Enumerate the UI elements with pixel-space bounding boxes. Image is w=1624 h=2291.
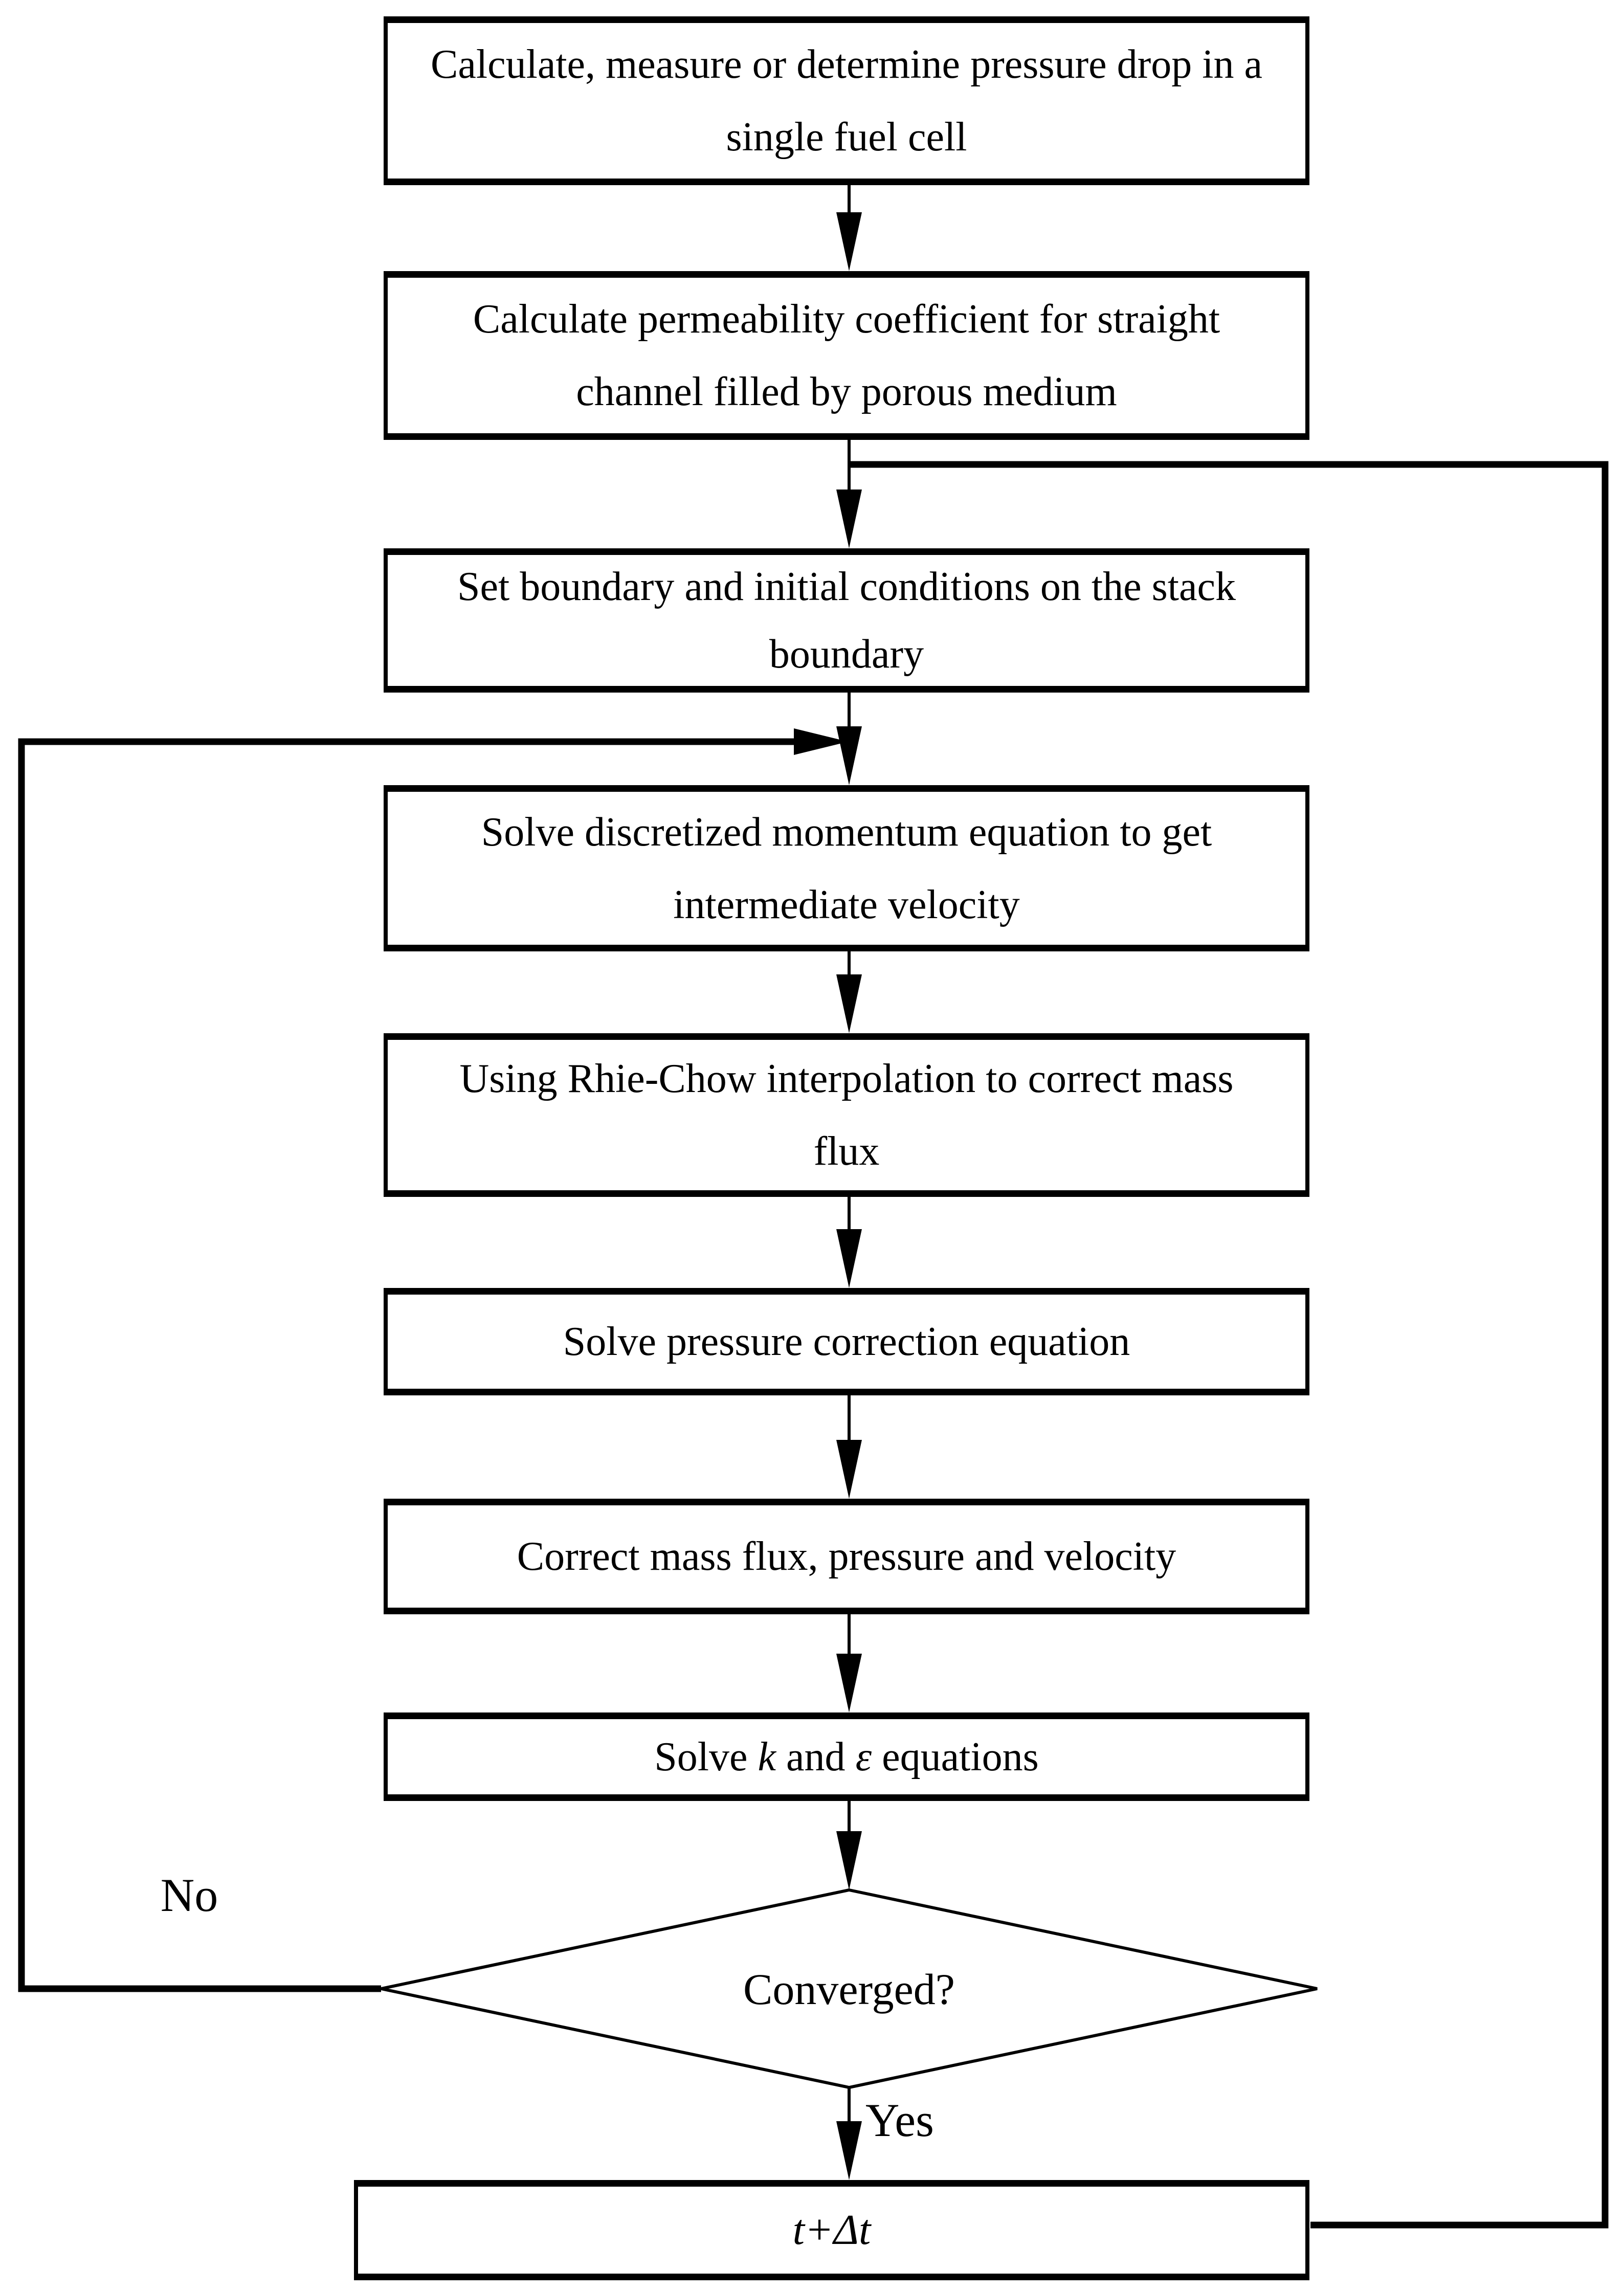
text-segment-italic-k: k: [758, 1734, 776, 1780]
node-solve-momentum: Solve discretized momentum equation to g…: [384, 785, 1309, 951]
text-segment: and: [776, 1734, 856, 1780]
text-segment: equations: [872, 1734, 1039, 1780]
connector-timestep-loop: [849, 461, 1609, 2229]
arrowhead-box5-box6: [836, 1229, 862, 1288]
text-segment-italic-epsilon: ε: [855, 1734, 872, 1780]
node-text-line: Correct mass flux, pressure and velocity: [517, 1534, 1176, 1579]
arrowhead-box1-box2: [836, 212, 862, 271]
edge-label-yes: Yes: [865, 2094, 934, 2146]
arrowhead-box2-box3: [836, 490, 862, 548]
decision-diamond-shape: [381, 1888, 1318, 2089]
arrowhead-no-loop: [794, 728, 848, 755]
node-time-step: t+Δt: [354, 2180, 1309, 2280]
node-text-line: intermediate velocity: [673, 882, 1020, 927]
arrowhead-box3-box4: [836, 726, 862, 785]
node-text-line: Using Rhie-Chow interpolation to correct…: [459, 1056, 1234, 1101]
node-correct-mass-flux: Correct mass flux, pressure and velocity: [384, 1499, 1309, 1614]
node-text-line: Set boundary and initial conditions on t…: [457, 564, 1236, 609]
node-text-line: boundary: [769, 632, 924, 677]
node-set-boundary-conditions: Set boundary and initial conditions on t…: [384, 548, 1309, 693]
node-calc-pressure-drop: Calculate, measure or determine pressure…: [384, 16, 1309, 185]
node-text-line: Solve pressure correction equation: [563, 1319, 1130, 1364]
node-rhie-chow-interpolation: Using Rhie-Chow interpolation to correct…: [384, 1033, 1309, 1197]
node-text-line: Calculate, measure or determine pressure…: [430, 42, 1262, 87]
edge-label-no: No: [160, 1869, 218, 1921]
node-text-line: Calculate permeability coefficient for s…: [473, 297, 1220, 342]
node-calc-permeability: Calculate permeability coefficient for s…: [384, 271, 1309, 440]
node-text-line: channel filled by porous medium: [576, 369, 1117, 414]
arrowhead-diamond-timestep: [836, 2121, 862, 2180]
node-text-line: single fuel cell: [726, 115, 967, 160]
arrowhead-box6-box7: [836, 1440, 862, 1499]
node-text-line: Solve k and ε equations: [654, 1736, 1038, 1778]
node-converged-decision-label: Converged?: [743, 1965, 955, 2014]
node-text-line: t+Δt: [792, 2206, 871, 2254]
node-text-line: flux: [813, 1129, 880, 1174]
node-text-line: Solve discretized momentum equation to g…: [481, 809, 1212, 855]
node-solve-k-epsilon: Solve k and ε equations: [384, 1712, 1309, 1801]
connector-no-loop: [18, 738, 800, 1992]
arrowhead-box8-diamond: [836, 1831, 862, 1890]
arrowhead-box7-box8: [836, 1654, 862, 1712]
text-segment: Solve: [654, 1734, 758, 1780]
node-solve-pressure-correction: Solve pressure correction equation: [384, 1288, 1309, 1395]
arrowhead-box4-box5: [836, 974, 862, 1033]
